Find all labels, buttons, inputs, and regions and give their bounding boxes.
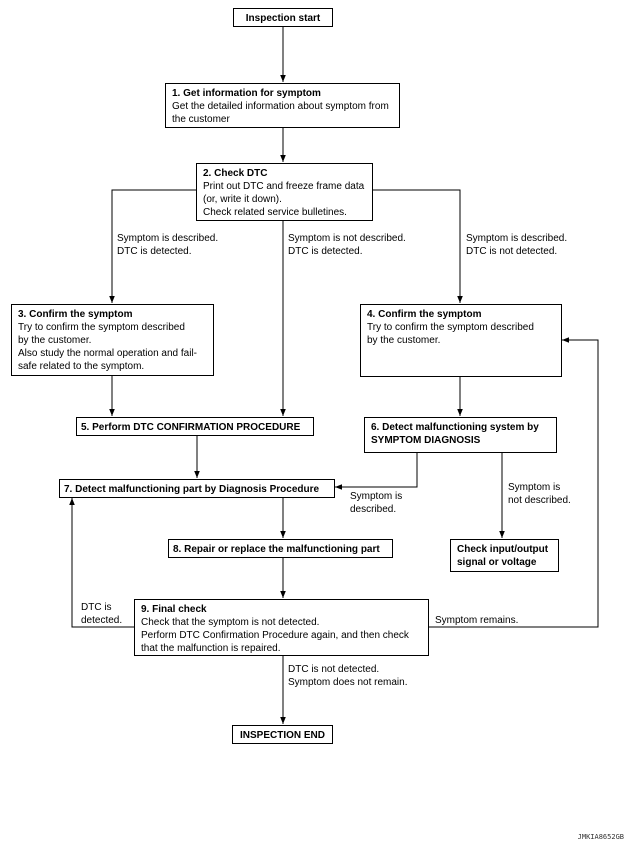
label-line: Symptom is xyxy=(508,482,561,493)
inspection-start-box: Inspection start xyxy=(233,8,333,27)
arrow-step9-to-step7 xyxy=(69,498,134,628)
step1-line: the customer xyxy=(172,114,230,125)
step3-title: 3. Confirm the symptom xyxy=(18,309,133,320)
check-io-title-line2: signal or voltage xyxy=(457,557,537,568)
step2-line: Print out DTC and freeze frame data xyxy=(203,181,365,192)
step3-line: safe related to the symptom. xyxy=(18,361,145,372)
step7-box: 7. Detect malfunctioning part by Diagnos… xyxy=(59,479,335,498)
label-line: Symptom is xyxy=(350,491,403,502)
step5-box: 5. Perform DTC CONFIRMATION PROCEDURE xyxy=(76,417,314,436)
step9-line: Perform DTC Confirmation Procedure again… xyxy=(141,630,409,641)
check-io-box: Check input/output signal or voltage xyxy=(450,539,559,572)
step3-line: by the customer. xyxy=(18,335,92,346)
step1-title: 1. Get information for symptom xyxy=(172,88,321,99)
arrow-step2-to-step3 xyxy=(109,189,196,303)
step6-title-line2: SYMPTOM DIAGNOSIS xyxy=(371,435,481,446)
step1-line: Get the detailed information about sympt… xyxy=(172,101,389,112)
label-line: DTC is xyxy=(81,602,112,613)
label-mid-branch: Symptom is not described. DTC is detecte… xyxy=(288,232,406,258)
label-symptom-described: Symptom is described. xyxy=(350,490,402,516)
arrow-step2-to-step4 xyxy=(372,189,463,303)
step9-box: 9. Final check Check that the symptom is… xyxy=(134,599,429,656)
inspection-end-box: INSPECTION END xyxy=(232,725,333,744)
step6-box: 6. Detect malfunctioning system by SYMPT… xyxy=(364,417,557,453)
step2-box: 2. Check DTC Print out DTC and freeze fr… xyxy=(196,163,373,221)
label-dtc-detected: DTC is detected. xyxy=(81,601,122,627)
step2-title: 2. Check DTC xyxy=(203,168,268,179)
arrow-step6-to-step7 xyxy=(335,452,418,490)
label-line: DTC is detected. xyxy=(288,246,363,257)
inspection-start-label: Inspection start xyxy=(245,13,321,24)
label-final-ok: DTC is not detected. Symptom does not re… xyxy=(288,663,408,689)
step2-line: (or, write it down). xyxy=(203,194,282,205)
label-line: described. xyxy=(350,504,397,515)
step8-title: 8. Repair or replace the malfunctioning … xyxy=(173,544,380,555)
step8-box: 8. Repair or replace the malfunctioning … xyxy=(168,539,393,558)
label-right-branch: Symptom is described. DTC is not detecte… xyxy=(466,232,567,258)
step4-box: 4. Confirm the symptom Try to confirm th… xyxy=(360,304,562,377)
step4-title: 4. Confirm the symptom xyxy=(367,309,482,320)
inspection-end-label: INSPECTION END xyxy=(239,730,325,741)
step7-title: 7. Detect malfunctioning part by Diagnos… xyxy=(64,484,320,495)
step2-line: Check related service bulletines. xyxy=(203,207,347,218)
figure-code: JMKIA8652GB xyxy=(577,833,624,841)
step4-line: by the customer. xyxy=(367,335,441,346)
label-line: DTC is not detected. xyxy=(466,246,558,257)
label-line: not described. xyxy=(508,495,571,506)
step3-line: Try to confirm the symptom described xyxy=(18,322,185,333)
label-line: Symptom does not remain. xyxy=(288,677,408,688)
step3-line: Also study the normal operation and fail… xyxy=(18,348,197,359)
label-line: Symptom remains. xyxy=(435,615,519,626)
label-line: DTC is not detected. xyxy=(288,664,380,675)
label-line: detected. xyxy=(81,615,123,626)
label-left-branch: Symptom is described. DTC is detected. xyxy=(117,232,218,258)
step9-line: Check that the symptom is not detected. xyxy=(141,617,320,628)
label-line: Symptom is described. xyxy=(466,233,568,244)
label-line: DTC is detected. xyxy=(117,246,192,257)
arrow-step9-to-step4 xyxy=(428,337,599,628)
step6-title: 6. Detect malfunctioning system by xyxy=(371,422,539,433)
step1-box: 1. Get information for symptom Get the d… xyxy=(165,83,400,128)
step5-title: 5. Perform DTC CONFIRMATION PROCEDURE xyxy=(81,422,301,433)
step4-line: Try to confirm the symptom described xyxy=(367,322,534,333)
step9-line: that the malfunction is repaired. xyxy=(141,643,281,654)
label-line: Symptom is not described. xyxy=(288,233,406,244)
step9-title: 9. Final check xyxy=(141,604,207,615)
label-symptom-not-described: Symptom is not described. xyxy=(508,481,571,507)
check-io-title: Check input/output xyxy=(457,544,549,555)
label-symptom-remains: Symptom remains. xyxy=(435,614,518,627)
step3-box: 3. Confirm the symptom Try to confirm th… xyxy=(11,304,214,376)
label-line: Symptom is described. xyxy=(117,233,219,244)
